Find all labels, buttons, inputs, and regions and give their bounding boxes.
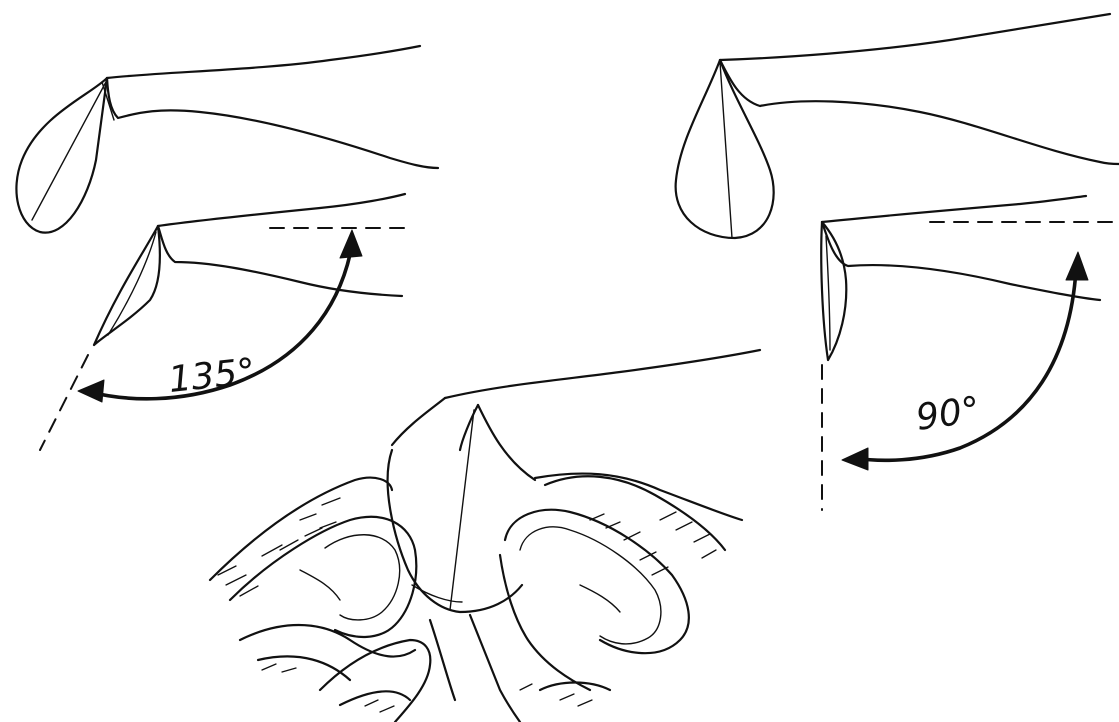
top-left-finger-with-drop [16, 46, 438, 233]
mid-left-finger-135: 135° [40, 194, 410, 450]
angle-label-90: 90° [914, 389, 983, 438]
mid-right-finger-90: 90° [821, 196, 1119, 510]
bottom-fingers-squeezing-drop [210, 350, 760, 722]
left-arrowhead-left [78, 380, 104, 402]
angle-label-135: 135° [167, 351, 258, 401]
top-right-finger-with-drop [676, 14, 1119, 238]
up-arrowhead-left [340, 230, 362, 258]
up-arrowhead-right [1066, 252, 1088, 280]
left-arrowhead-right [842, 448, 868, 470]
